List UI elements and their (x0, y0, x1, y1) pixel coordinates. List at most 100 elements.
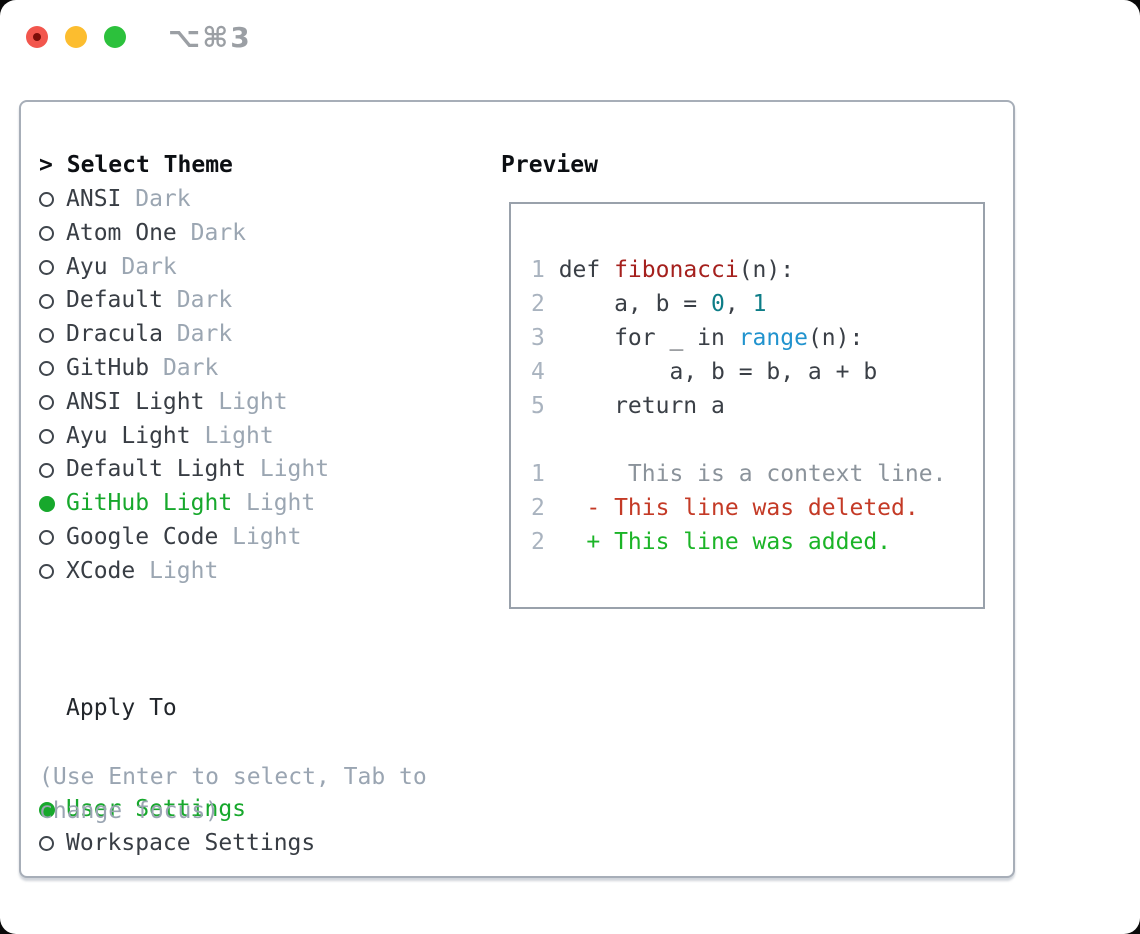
theme-option-google-code[interactable]: Google Code Light (39, 521, 329, 555)
theme-option-atom-one[interactable]: Atom One Dark (39, 217, 329, 251)
title-bar: ⌥⌘3 (0, 0, 1140, 72)
radio-unselected-icon (39, 564, 54, 580)
theme-option-ansi-light[interactable]: ANSI Light Light (39, 386, 329, 420)
option-variant-label: Dark (162, 287, 233, 314)
code-line: 2 + This line was added. (531, 525, 983, 559)
code-token-code: (n): (807, 325, 864, 351)
line-number: 2 (531, 291, 545, 317)
code-token-function: fibonacci (614, 257, 739, 283)
keyboard-hint: (Use Enter to select, Tab to change focu… (39, 764, 427, 824)
close-button[interactable] (26, 26, 48, 48)
theme-option-dracula[interactable]: Dracula Dark (39, 318, 329, 352)
radio-unselected-icon (39, 192, 54, 208)
code-token-number: 1 (752, 291, 767, 317)
option-variant-label: Dark (121, 186, 191, 212)
option-label: GitHub (66, 354, 150, 381)
radio-unselected-icon (39, 259, 54, 275)
option-label: Google Code (66, 523, 219, 550)
option-label: Atom One (66, 219, 177, 246)
theme-option-xcode[interactable]: XCode Light (39, 555, 329, 589)
option-variant-label: Light (190, 422, 274, 449)
radio-unselected-icon (39, 293, 54, 309)
code-token-context: This is a context line. (558, 461, 947, 487)
code-line: 2 a, b = 0, 1 (531, 287, 983, 321)
code-token-code: for _ in (558, 325, 739, 351)
select-theme-title-text: Select Theme (66, 152, 233, 178)
option-label: ANSI Light (66, 388, 205, 415)
theme-option-github[interactable]: GitHub Dark (39, 352, 329, 386)
option-label: GitHub Light (66, 490, 233, 517)
line-number: 2 (531, 495, 545, 521)
code-line: 1 This is a context line. (531, 457, 983, 491)
theme-option-ayu[interactable]: Ayu Dark (39, 251, 329, 285)
option-label: Workspace Settings (66, 829, 316, 856)
theme-option-default[interactable]: Default Dark (39, 284, 329, 318)
zoom-button[interactable] (104, 26, 126, 48)
line-number: 5 (531, 393, 545, 419)
radio-selected-icon (39, 801, 55, 818)
radio-unselected-icon (39, 530, 54, 546)
line-number: 4 (531, 359, 545, 385)
radio-unselected-icon (39, 428, 54, 444)
option-variant-label: Light (246, 456, 330, 483)
radio-unselected-icon (39, 361, 54, 377)
code-line: 1 def fibonacci(n): (531, 253, 983, 287)
radio-selected-icon (39, 496, 55, 513)
select-theme-title: > Select Theme (39, 149, 233, 183)
line-number: 3 (531, 325, 545, 351)
option-variant-label: Light (204, 388, 288, 415)
line-number: 1 (531, 461, 545, 487)
option-variant-label: Light (218, 523, 302, 550)
option-variant-label: Light (232, 490, 316, 517)
code-token-code: a, b = (558, 291, 712, 317)
preview-title: Preview (501, 152, 598, 178)
code-token-builtin: range (738, 325, 808, 351)
radio-unselected-icon (39, 836, 54, 852)
code-line (531, 423, 983, 457)
option-label: ANSI (66, 186, 122, 212)
apply-option-user-settings[interactable]: User Settings (39, 793, 315, 827)
code-line: 5 return a (531, 389, 983, 423)
code-line: 3 for _ in range(n): (531, 321, 983, 355)
theme-option-ansi[interactable]: ANSI Dark (39, 183, 329, 217)
line-number: 1 (531, 257, 545, 283)
option-label: User Settings (66, 795, 247, 822)
option-label: Ayu (66, 253, 108, 280)
code-token-code: return a (558, 393, 725, 419)
theme-option-github-light[interactable]: GitHub Light Light (39, 487, 329, 521)
option-variant-label: Light (135, 557, 219, 584)
option-label: XCode (66, 557, 136, 584)
minimize-button[interactable] (65, 26, 87, 48)
code-token-added: + This line was added. (558, 529, 892, 555)
apply-to-title: Apply To (66, 694, 177, 721)
code-token-code: def (558, 257, 615, 283)
radio-unselected-icon (39, 327, 54, 343)
code-token-deleted: - This line was deleted. (558, 495, 919, 521)
option-variant-label: Dark (107, 253, 177, 280)
theme-option-default-light[interactable]: Default Light Light (39, 453, 329, 487)
option-variant-label: Dark (149, 354, 219, 381)
code-line: 2 - This line was deleted. (531, 491, 983, 525)
option-label: Dracula (66, 321, 163, 348)
option-variant-label: Dark (176, 219, 247, 246)
radio-unselected-icon (39, 462, 54, 478)
cursor-prompt: > (39, 152, 53, 178)
code-token-code: , (724, 291, 753, 317)
code-token-code: (n): (738, 257, 795, 283)
apply-option-workspace-settings[interactable]: Workspace Settings (39, 827, 315, 861)
option-variant-label: Dark (162, 321, 233, 348)
option-label: Default (66, 287, 163, 314)
code-token-code: a, b = b, a + b (558, 359, 878, 385)
theme-option-ayu-light[interactable]: Ayu Light Light (39, 420, 329, 454)
radio-unselected-icon (39, 395, 54, 411)
option-label: Ayu Light (66, 422, 191, 449)
code-line: 4 a, b = b, a + b (531, 355, 983, 389)
code-token-number: 0 (711, 291, 725, 317)
radio-unselected-icon (39, 226, 54, 242)
